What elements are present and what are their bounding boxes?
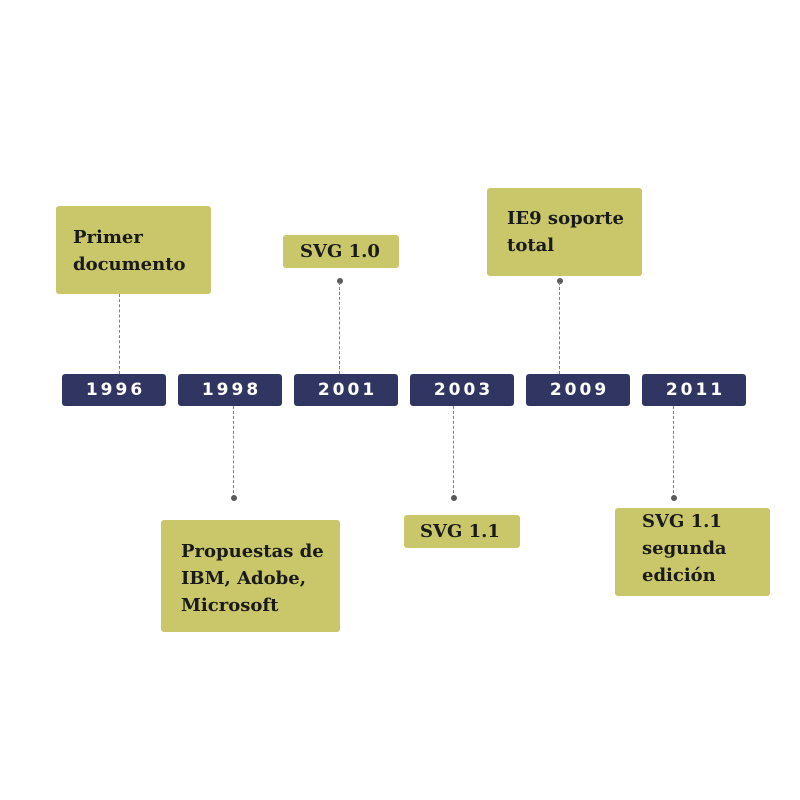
event-box-1996: Primer documento bbox=[56, 206, 211, 294]
year-label-2003: 2003 bbox=[410, 374, 514, 406]
event-2001-line-1: SVG 1.0 bbox=[300, 241, 380, 262]
event-2011-line-2: segunda bbox=[642, 538, 727, 559]
event-2009-line-2: total bbox=[507, 235, 555, 256]
event-1998-line-2: IBM, Adobe, bbox=[181, 568, 306, 589]
event-box-1998: Propuestas de IBM, Adobe, Microsoft bbox=[161, 520, 340, 632]
connector-dot-2011 bbox=[671, 495, 677, 501]
year-label-2011: 2011 bbox=[642, 374, 746, 406]
connector-dot-1998 bbox=[231, 495, 237, 501]
connector-dot-2003 bbox=[451, 495, 457, 501]
connector-dot-2009 bbox=[557, 278, 563, 284]
event-box-2003: SVG 1.1 bbox=[404, 515, 520, 548]
connector-2009 bbox=[559, 282, 560, 374]
event-box-2009: IE9 soporte total bbox=[487, 188, 642, 276]
event-1998-line-3: Microsoft bbox=[181, 595, 279, 616]
event-2011-line-1: SVG 1.1 bbox=[642, 511, 722, 532]
event-2011-line-3: edición bbox=[642, 565, 716, 586]
connector-dot-2001 bbox=[337, 278, 343, 284]
year-label-2001: 2001 bbox=[294, 374, 398, 406]
year-label-1996: 1996 bbox=[62, 374, 166, 406]
event-1996-line-2: documento bbox=[73, 254, 186, 275]
event-2003-line-1: SVG 1.1 bbox=[420, 521, 500, 542]
event-2009-line-1: IE9 soporte bbox=[507, 208, 624, 229]
year-label-1998: 1998 bbox=[178, 374, 282, 406]
event-1996-line-1: Primer bbox=[73, 227, 143, 248]
event-box-2001: SVG 1.0 bbox=[283, 235, 399, 268]
connector-2011 bbox=[673, 406, 674, 498]
year-label-2009: 2009 bbox=[526, 374, 630, 406]
event-1998-line-1: Propuestas de bbox=[181, 541, 324, 562]
connector-2001 bbox=[339, 282, 340, 374]
connector-1996 bbox=[119, 294, 120, 374]
event-box-2011: SVG 1.1 segunda edición bbox=[615, 508, 770, 596]
connector-2003 bbox=[453, 406, 454, 498]
connector-1998 bbox=[233, 406, 234, 498]
